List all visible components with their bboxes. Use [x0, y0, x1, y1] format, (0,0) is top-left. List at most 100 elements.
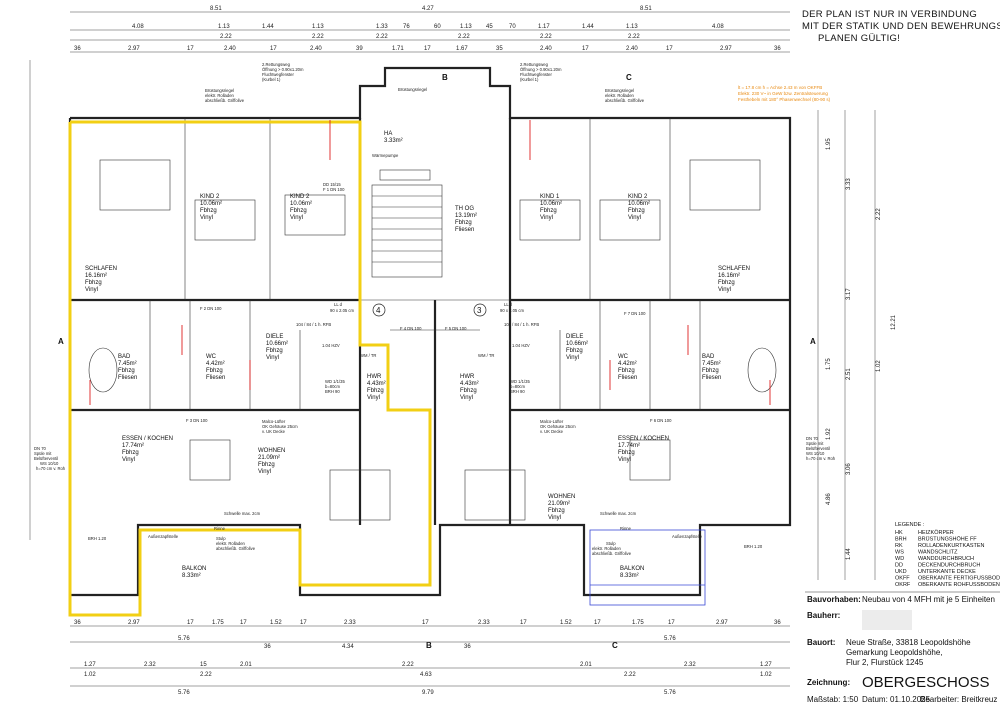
dim: 2.40	[540, 46, 552, 52]
room-finish: Vinyl	[200, 215, 213, 221]
dim: 36	[774, 46, 781, 52]
dim: 2.40	[310, 46, 322, 52]
dim: 35	[496, 46, 503, 52]
dim: 2.97	[128, 620, 140, 626]
room-finish: Vinyl	[718, 287, 731, 293]
room-area: 4.42m²	[206, 361, 225, 367]
room-floor: Fbhzg	[628, 208, 645, 214]
dim: 1.17	[538, 24, 550, 30]
room-area: 10.66m²	[266, 341, 288, 347]
dim: 2.22	[624, 672, 636, 678]
room-finish: Vinyl	[258, 469, 271, 475]
legend-desc: UNTERKANTE DECKE	[918, 569, 976, 575]
unit-number-4: 4	[376, 306, 381, 315]
dim: 1.44	[262, 24, 274, 30]
note: WS 10/10	[806, 451, 825, 456]
note: Fluchtwegfenster	[520, 72, 552, 77]
room-name: DIELE	[266, 334, 283, 340]
note: Spüle mit	[34, 451, 52, 456]
room-finish: Vinyl	[367, 395, 380, 401]
room-finish: Vinyl	[122, 457, 135, 463]
note: Belüfterventil	[34, 456, 58, 461]
axis-label-b-top: B	[442, 73, 448, 82]
room-name: WC	[206, 354, 217, 360]
dim: 17	[594, 620, 601, 626]
note: OK Gehäuse 25cm	[540, 424, 576, 429]
zeichnung-label: Zeichnung:	[807, 678, 850, 687]
dim: 4.08	[712, 24, 724, 30]
room-area: 4.43m²	[460, 381, 479, 387]
note: Stulp	[216, 536, 226, 541]
note: Malco-Lüfter	[540, 419, 564, 424]
room-name: WOHNEN	[548, 494, 575, 500]
legend-desc: WANDSCHLITZ	[918, 550, 958, 556]
dim: 2.22	[220, 34, 232, 40]
room-finish: Vinyl	[628, 215, 641, 221]
legend-desc: BRÜSTUNGSHÖHE FF	[918, 536, 977, 543]
svg-text:PLANEN GÜLTIG!: PLANEN GÜLTIG!	[818, 33, 900, 44]
dim: 2.01	[240, 662, 252, 668]
room-name: BAD	[118, 354, 131, 360]
dim: 36	[464, 644, 471, 650]
note: v. UK Decke	[540, 429, 564, 434]
dim: 12.21	[891, 314, 897, 330]
note: BRH 1.20	[744, 544, 763, 549]
note: b=80cm	[510, 384, 526, 389]
bauort-line-1: Neue Straße, 33818 Leopoldshöhe	[846, 638, 971, 647]
dim: 5.76	[664, 636, 676, 642]
legend-desc: HEIZKÖRPER	[918, 529, 954, 536]
dim: 1.13	[218, 24, 230, 30]
top-dimension-chains: 8.51 4.27 8.51 4.08 1.13 1.44 1.13 1.33 …	[70, 6, 790, 53]
note: F 6 DN 100	[650, 418, 672, 423]
note: BRH 90	[510, 389, 525, 394]
axis-label-a-left: A	[58, 337, 64, 346]
top-dim-3: 8.51	[640, 6, 652, 12]
room-area: 13.19m²	[455, 213, 477, 219]
note: F 5 DN 100	[445, 326, 467, 331]
room-floor: Fbhzg	[702, 368, 719, 374]
room-floor: Fbhzg	[85, 280, 102, 286]
dim: 17	[187, 620, 194, 626]
room-floor: Fbhzg	[206, 368, 223, 374]
room-floor: Fbhzg	[258, 462, 275, 468]
section-markers: A A B B C C 4 3	[58, 73, 816, 650]
dim: 9.79	[422, 690, 434, 696]
room-finish: Fliesen	[455, 227, 474, 233]
dim: 2.33	[478, 620, 490, 626]
room-area: 21.09m²	[258, 455, 280, 461]
dim: 36	[74, 620, 81, 626]
dim: 1.92	[826, 428, 832, 440]
dim: 5.76	[178, 636, 190, 642]
dim: 4.34	[342, 644, 354, 650]
note: WD 1/1/35	[510, 379, 530, 384]
room-area: 16.16m²	[718, 273, 740, 279]
dim: 3.06	[846, 463, 852, 475]
dim: 4.08	[132, 24, 144, 30]
room-finish: Fliesen	[702, 375, 721, 381]
legend-abbr: BRH	[895, 537, 907, 543]
dim: 17	[424, 46, 431, 52]
room-name: WOHNEN	[258, 448, 285, 454]
room-finish: Vinyl	[85, 287, 98, 293]
axis-label-a-right: A	[810, 337, 816, 346]
legend-title: LEGENDE :	[895, 522, 925, 528]
note: Öffnung > 0.90x1.20m	[520, 67, 562, 72]
dim: 2.97	[716, 620, 728, 626]
room-area: 3.33m²	[384, 138, 403, 144]
room-floor: Fbhzg	[118, 368, 135, 374]
note: elektr. Rolladen	[592, 546, 622, 551]
dim: 17	[300, 620, 307, 626]
legend-desc: DECKENDURCHBRUCH	[918, 563, 980, 569]
top-dim-1: 8.51	[210, 6, 222, 12]
legend-desc: WANDDURCHBRUCH	[918, 556, 974, 562]
note: WM / TR	[478, 353, 494, 358]
dim: 1.95	[826, 138, 832, 150]
note: BRH 1.20	[88, 536, 107, 541]
bottom-dimension-chains: 36 2.97 17 1.75 17 1.52 17 2.33 17 2.33 …	[70, 620, 790, 696]
bauherr-redacted	[862, 610, 912, 630]
note: 104 / 84 / 1 h. RFB	[504, 322, 539, 327]
note: OK Gehäuse 25cm	[262, 424, 298, 429]
dim: 1.52	[270, 620, 282, 626]
unit-number-3: 3	[477, 306, 482, 315]
dim: 2.32	[144, 662, 156, 668]
